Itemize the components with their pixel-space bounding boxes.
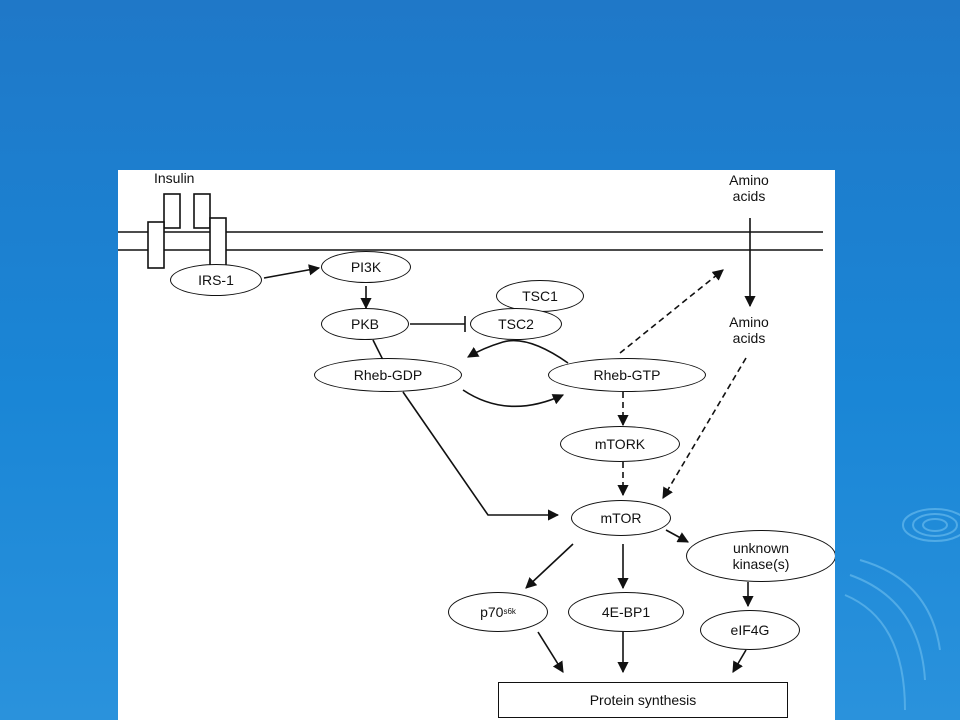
node-tsc1: TSC1 <box>496 280 584 312</box>
node-4ebp1: 4E-BP1 <box>568 592 684 632</box>
arrow-eif4g-protein <box>732 649 747 673</box>
amino-acids-inside-label: Amino acids <box>729 314 769 346</box>
node-protein-synthesis: Protein synthesis <box>498 682 788 718</box>
node-mtor: mTOR <box>571 500 671 536</box>
node-mtork: mTORK <box>560 426 680 462</box>
node-pkb: PKB <box>321 308 409 340</box>
node-tsc2: TSC2 <box>470 308 562 340</box>
arrow-mtor-p70 <box>525 543 574 589</box>
dashed-rhebgtp-aminoacids <box>619 269 724 354</box>
dashed-aminoacids-mtor <box>662 357 747 499</box>
node-irs1: IRS-1 <box>170 264 262 296</box>
line-pkb-rhebgdp <box>372 339 384 361</box>
p70-superscript: s6k <box>503 607 516 616</box>
pathway-connectors <box>118 193 823 674</box>
arrow-mtor-unknown <box>665 529 689 543</box>
amino-acids-outside-label: Amino acids <box>729 172 769 204</box>
arrow-rhebgdp-rhebgtp <box>462 389 565 408</box>
swirl-decoration-icon <box>844 508 960 711</box>
insulin-receptor-icon <box>147 193 227 269</box>
node-eif4g: eIF4G <box>700 610 800 650</box>
node-unknown-kinase: unknown kinase(s) <box>686 530 835 582</box>
arrow-p70-protein <box>537 631 564 673</box>
node-rheb-gdp: Rheb-GDP <box>314 358 462 392</box>
insulin-label: Insulin <box>154 170 195 186</box>
p70-label: p70 <box>480 604 504 620</box>
node-pi3k: PI3K <box>321 251 411 283</box>
arrow-rhebgdp-mtor <box>402 391 560 521</box>
node-rheb-gtp: Rheb-GTP <box>548 358 706 392</box>
arrow-irs1-pi3k <box>263 264 321 279</box>
pathway-figure: Insulin Amino acids Amino acids IRS-1 PI… <box>118 170 835 720</box>
arrow-rhebgtp-rhebgdp <box>467 339 569 364</box>
